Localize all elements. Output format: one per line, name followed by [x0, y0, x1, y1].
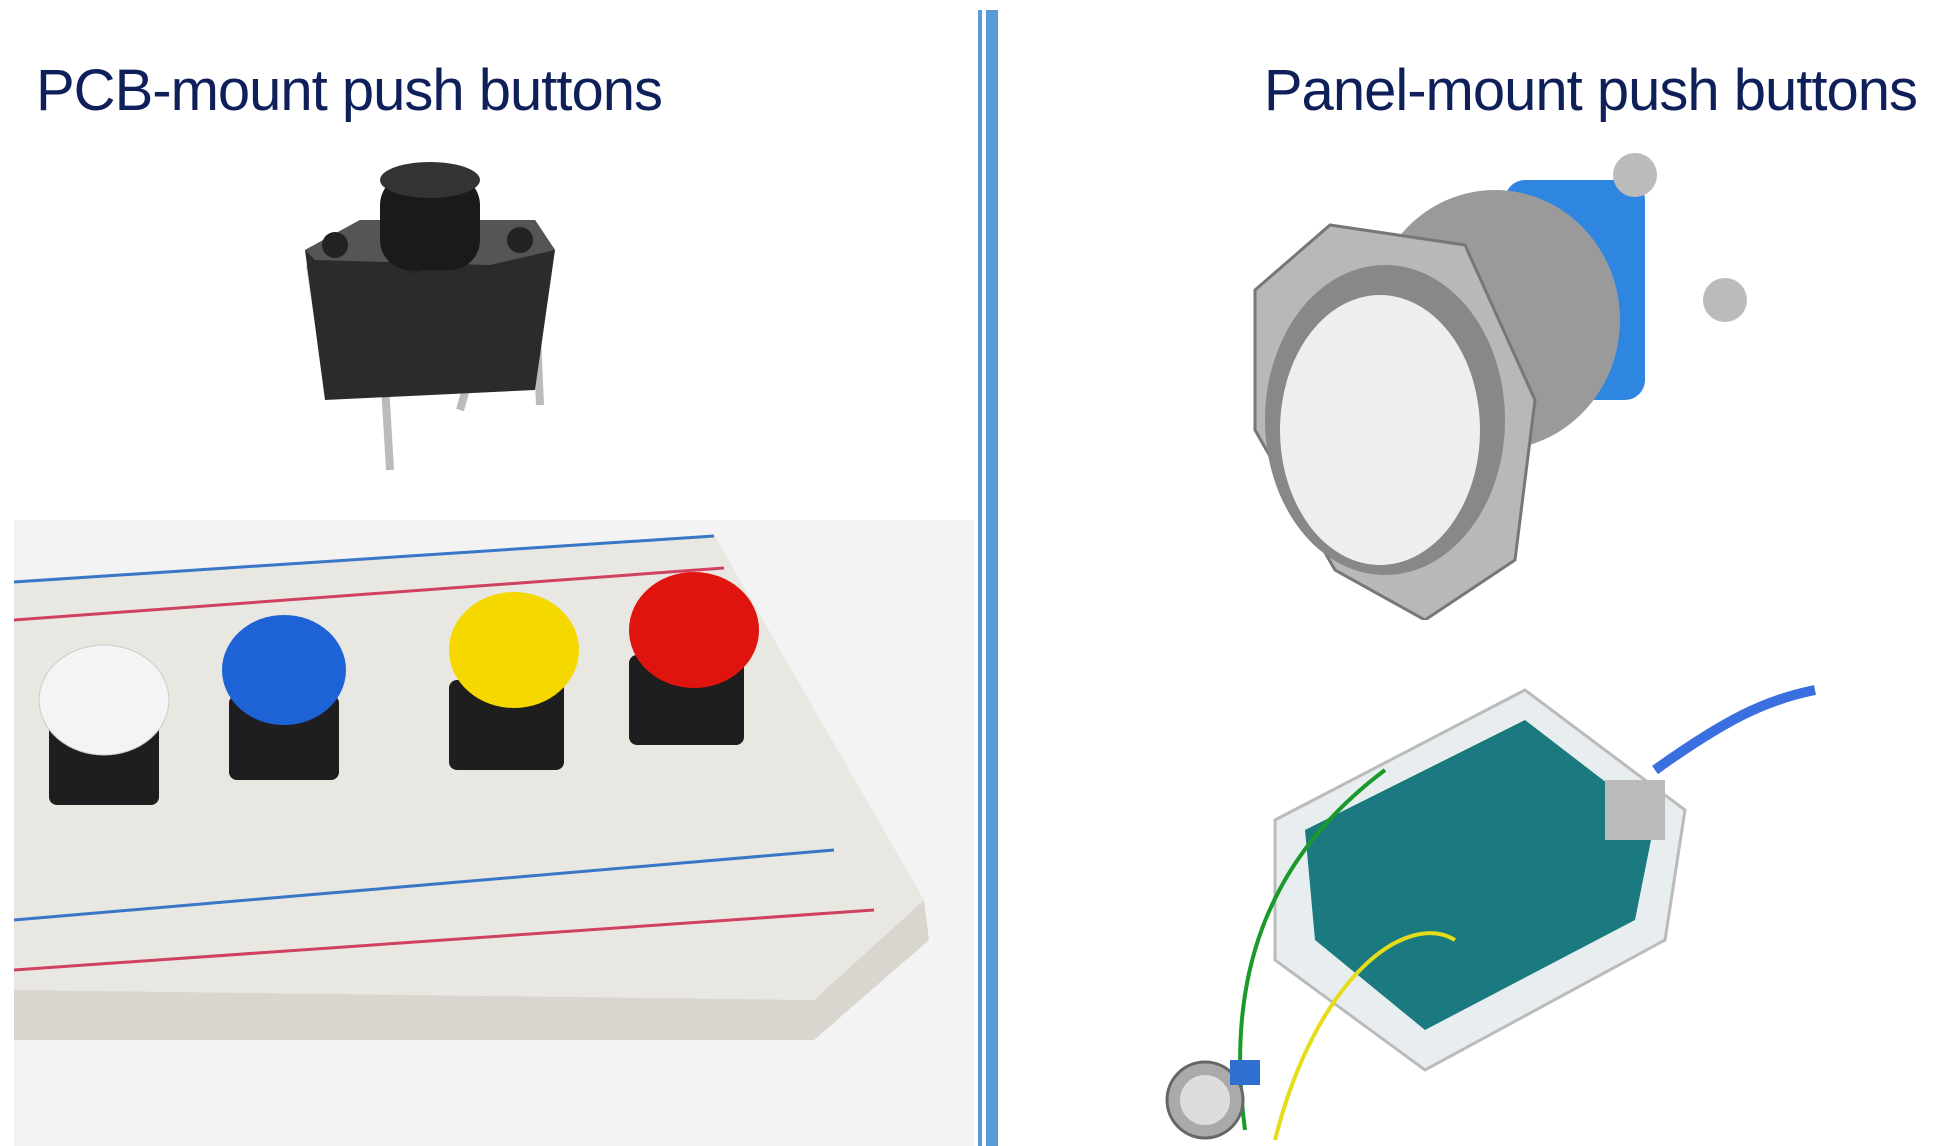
breadboard-with-buttons-image [14, 520, 974, 1146]
panel-mount-button-image [1253, 153, 1747, 620]
divider-line-thick [986, 10, 998, 1146]
arduino-with-button-image [1165, 685, 1816, 1141]
button-blue [222, 615, 346, 780]
button-white [38, 644, 170, 805]
button-yellow [449, 592, 579, 770]
button-red [629, 572, 759, 745]
left-section-title: PCB-mount push buttons [36, 57, 663, 123]
right-section-title: Panel-mount push buttons [1263, 57, 1918, 123]
tactile-switch-image [305, 162, 555, 471]
divider-line-thin [978, 10, 982, 1146]
